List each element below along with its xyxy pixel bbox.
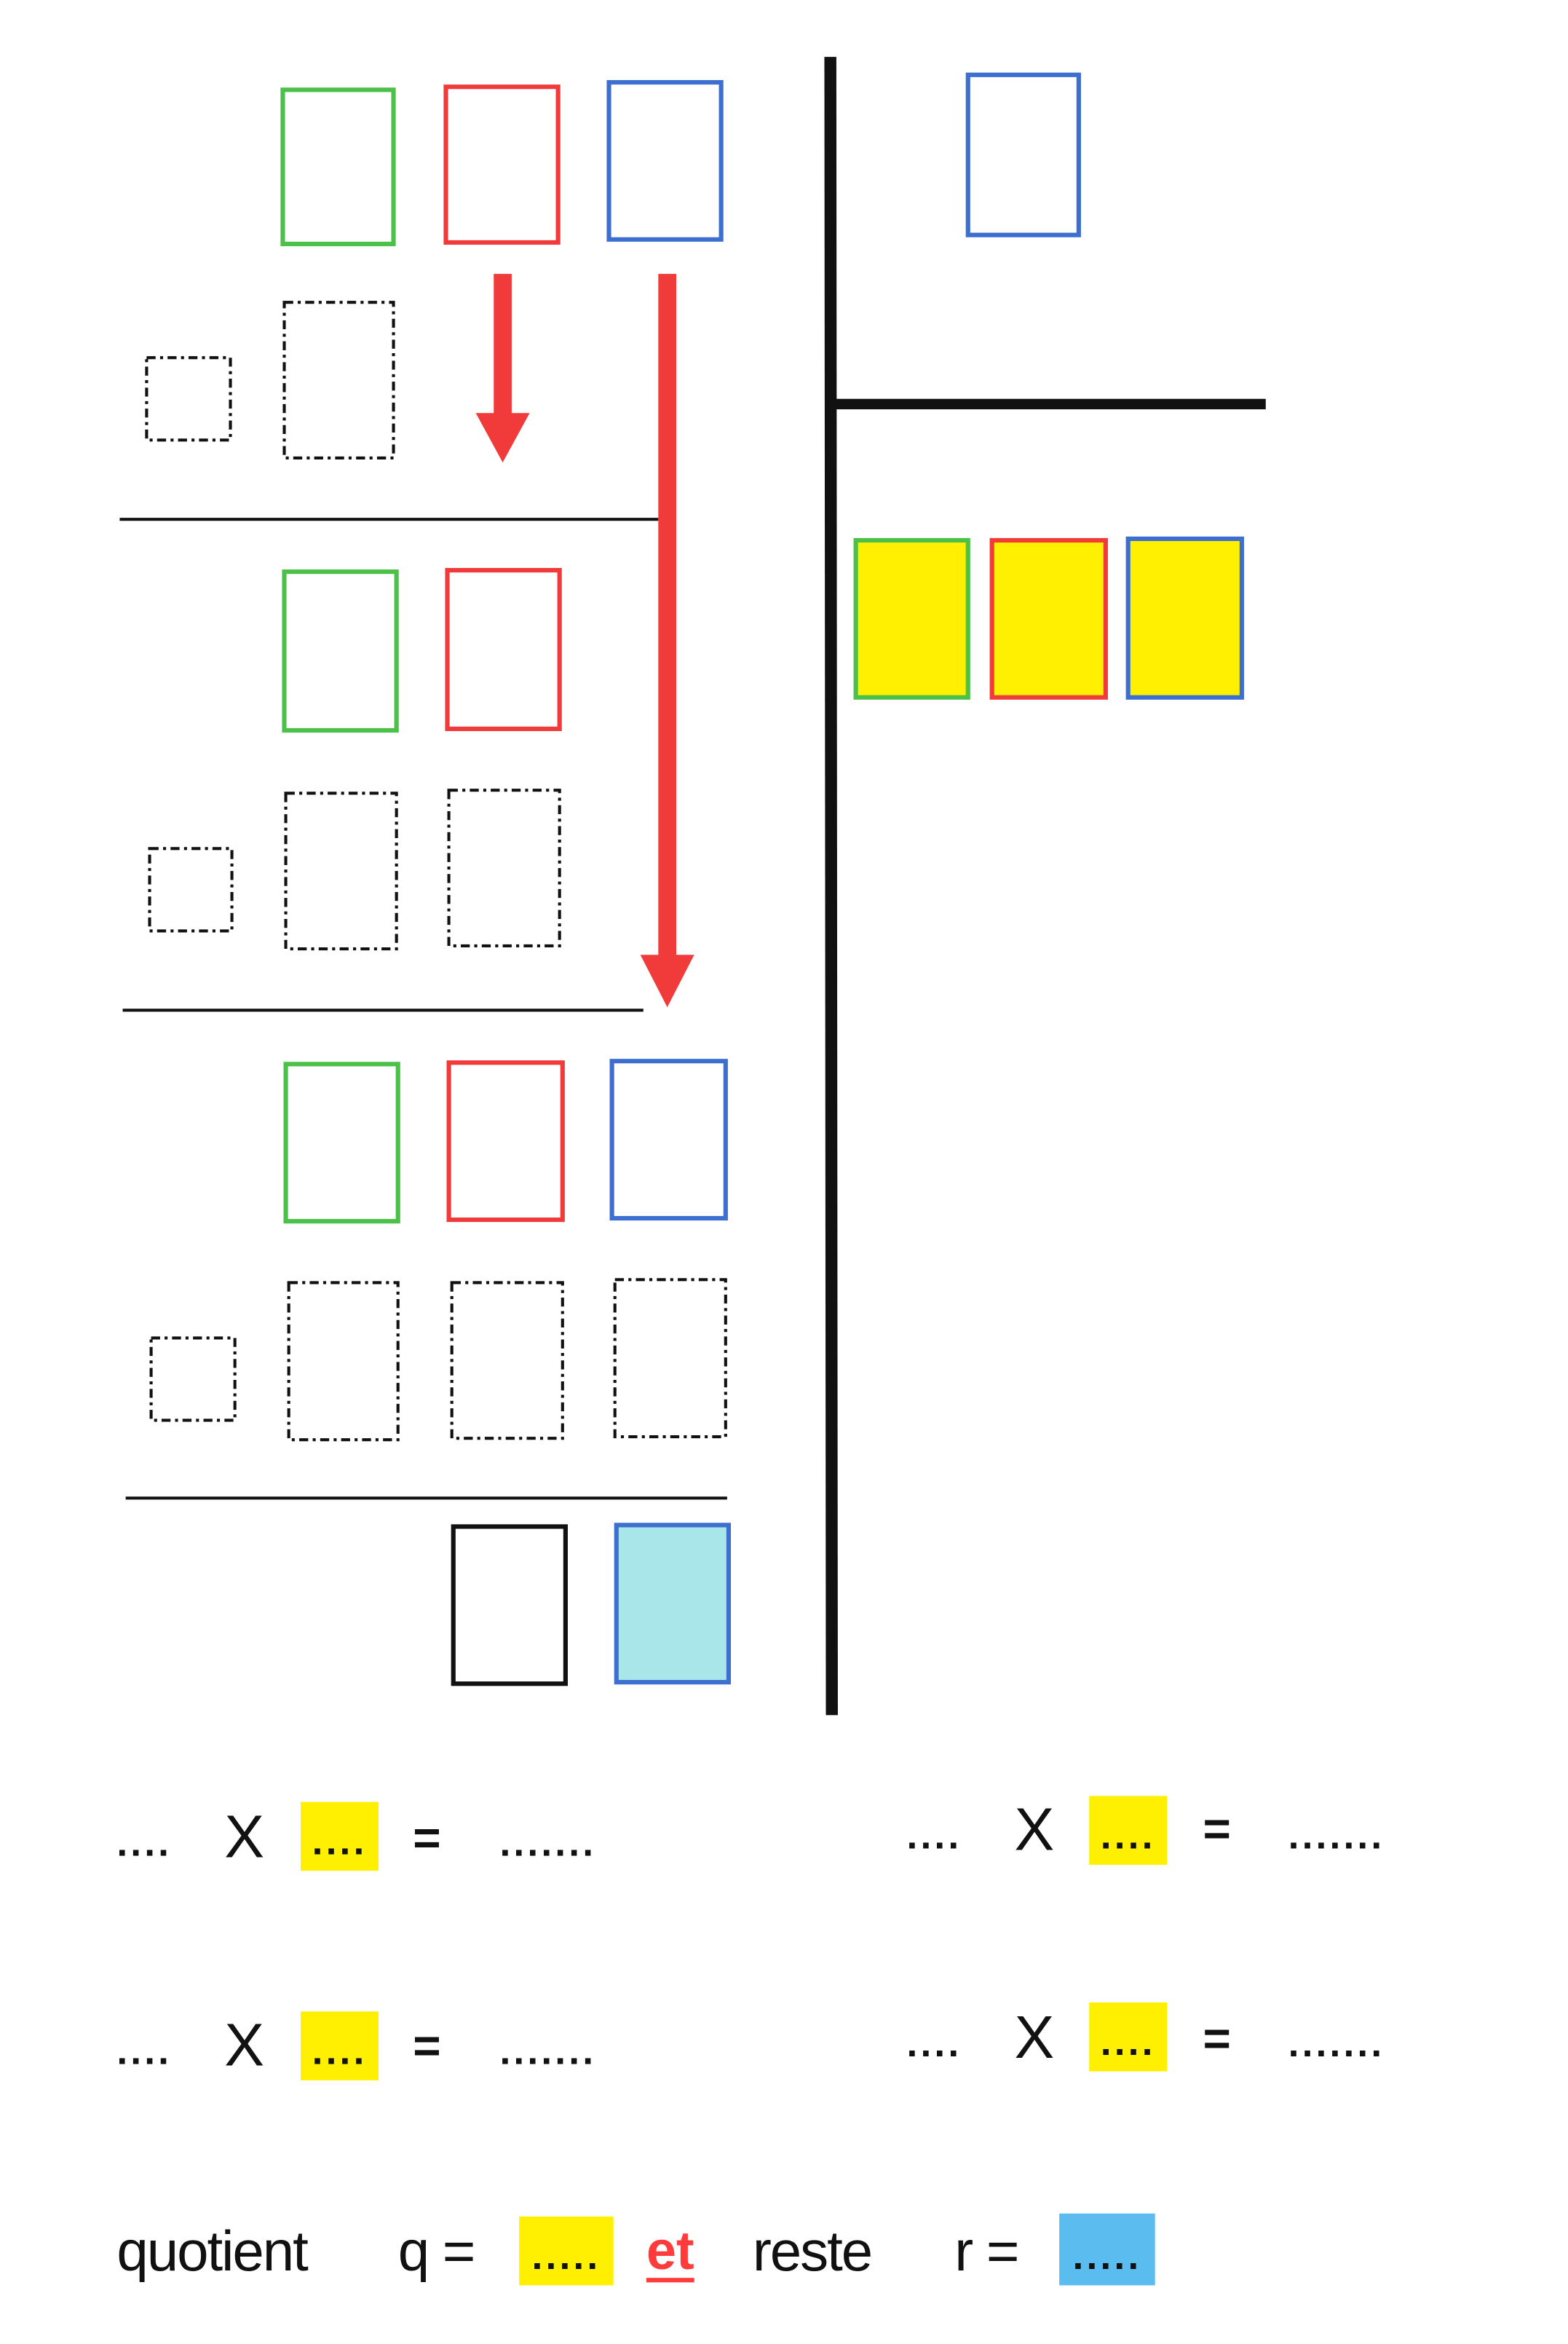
equals-sign: = [1203,2011,1231,2066]
factor-blank[interactable]: .... [906,2020,962,2066]
times-sign: X [224,1804,265,1871]
q-label: q = [397,2221,476,2284]
bring-down-arrow-icon [640,274,694,1008]
subtract-box[interactable] [282,301,395,459]
factor-blank[interactable]: .... [116,1820,173,1865]
factor-blank[interactable]: .... [906,1812,962,1858]
divisor-box[interactable] [965,72,1081,237]
blank: ..... [531,2233,601,2278]
subtract-box[interactable] [284,792,398,951]
blank: .... [1100,2019,1156,2064]
quotient-digit-field[interactable]: .... [1089,1796,1168,1865]
remainder-box[interactable] [614,1523,732,1685]
product-blank[interactable]: ....... [499,2027,597,2073]
quotient-digit-field[interactable]: .... [301,2011,379,2080]
quotient-digit-field[interactable]: .... [301,1802,379,1871]
equals-sign: = [1203,1802,1231,1856]
quotient-field[interactable]: ..... [519,2216,614,2286]
subtract-box[interactable] [287,1281,400,1442]
dividend-box-hundreds[interactable] [280,87,396,247]
subtract-box[interactable] [447,789,561,948]
times-sign: X [1014,2005,1055,2072]
quotient-box-units[interactable] [1125,536,1244,700]
step3-box-hundreds[interactable] [283,1062,400,1224]
remainder-label: reste [752,2221,873,2284]
quotient-box-hundreds[interactable] [853,537,970,700]
division-vertical-bar [824,57,838,1716]
minus-sign-box[interactable] [145,356,232,442]
product-blank[interactable]: ....... [499,1820,597,1865]
times-sign: X [1014,1797,1055,1863]
blank: .... [312,2027,368,2073]
equals-sign: = [413,2019,441,2073]
blank: ..... [1072,2233,1142,2278]
final-box-tens[interactable] [451,1524,568,1686]
r-label: r = [954,2221,1019,2284]
times-sign: X [224,2013,265,2079]
quotient-box-tens[interactable] [989,537,1108,700]
dividend-box-tens[interactable] [443,84,561,245]
subtract-box[interactable] [613,1278,727,1439]
bring-down-arrow-icon [475,274,530,463]
dividend-box-units[interactable] [606,79,724,242]
product-blank[interactable]: ....... [1288,2020,1385,2066]
subtract-box[interactable] [450,1281,564,1440]
blank: .... [1100,1812,1156,1858]
step3-box-units[interactable] [609,1059,728,1221]
equals-sign: = [413,1810,441,1865]
minus-sign-box[interactable] [148,847,234,933]
quotient-digit-field[interactable]: .... [1089,2002,1168,2072]
remainder-field[interactable]: ..... [1059,2213,1155,2286]
step3-box-tens[interactable] [446,1060,565,1223]
step2-box-tens[interactable] [445,567,562,732]
factor-blank[interactable]: .... [116,2027,173,2073]
and-label: et [646,2219,694,2281]
quotient-label: quotient [116,2221,309,2284]
minus-sign-box[interactable] [149,1336,237,1422]
step2-box-hundreds[interactable] [282,569,399,733]
blank: .... [312,1818,368,1863]
product-blank[interactable]: ....... [1288,1812,1385,1858]
